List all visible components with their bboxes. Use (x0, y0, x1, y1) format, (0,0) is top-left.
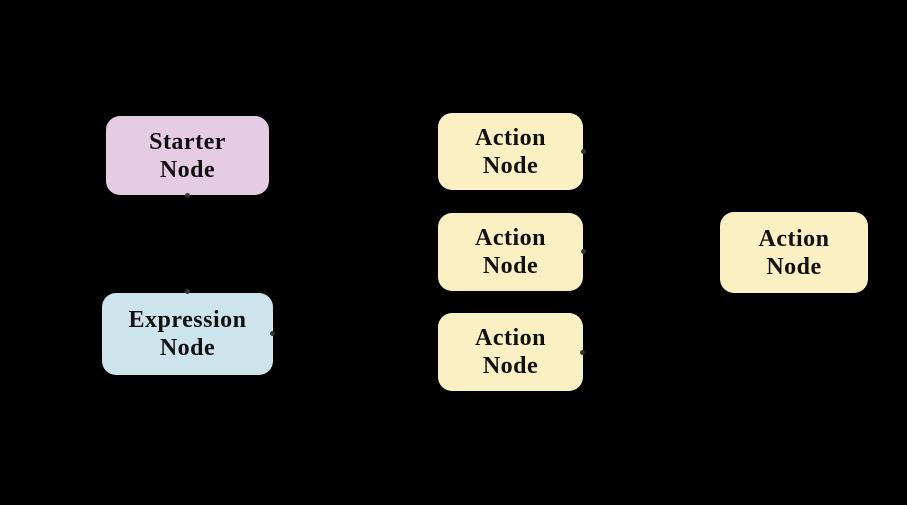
connector-dot-action3-right (580, 350, 585, 355)
expression-node: Expression Node (102, 293, 273, 375)
action-node-3: Action Node (438, 313, 583, 391)
action-node-3-label-line2: Node (482, 353, 539, 379)
starter-node-label-line2: Node (159, 156, 216, 183)
action-node-right-label-line1: Action (758, 225, 830, 252)
connector-dot-action2-right (581, 249, 586, 254)
action-node-2-label-line2: Node (482, 253, 539, 279)
connector-dot-action1-right (581, 149, 586, 154)
connector-dot-expression-right (270, 331, 275, 336)
connector-dot-expression-top (185, 289, 190, 294)
action-node-right-label-line2: Node (766, 253, 822, 280)
connector-dot-starter-bottom (185, 193, 190, 198)
action-node-right: Action Node (720, 212, 868, 293)
action-node-3-label-line1: Action (475, 325, 546, 351)
expression-node-label-line2: Node (159, 335, 216, 361)
starter-node: Starter Node (106, 116, 269, 195)
action-node-2-label-line1: Action (475, 225, 546, 251)
action-node-1-label-line1: Action (475, 124, 546, 151)
starter-node-label-line1: Starter (149, 128, 226, 155)
action-node-1: Action Node (438, 113, 583, 190)
action-node-1-label-line2: Node (482, 152, 539, 179)
action-node-2: Action Node (438, 213, 583, 291)
expression-node-label-line1: Expression (128, 307, 247, 333)
